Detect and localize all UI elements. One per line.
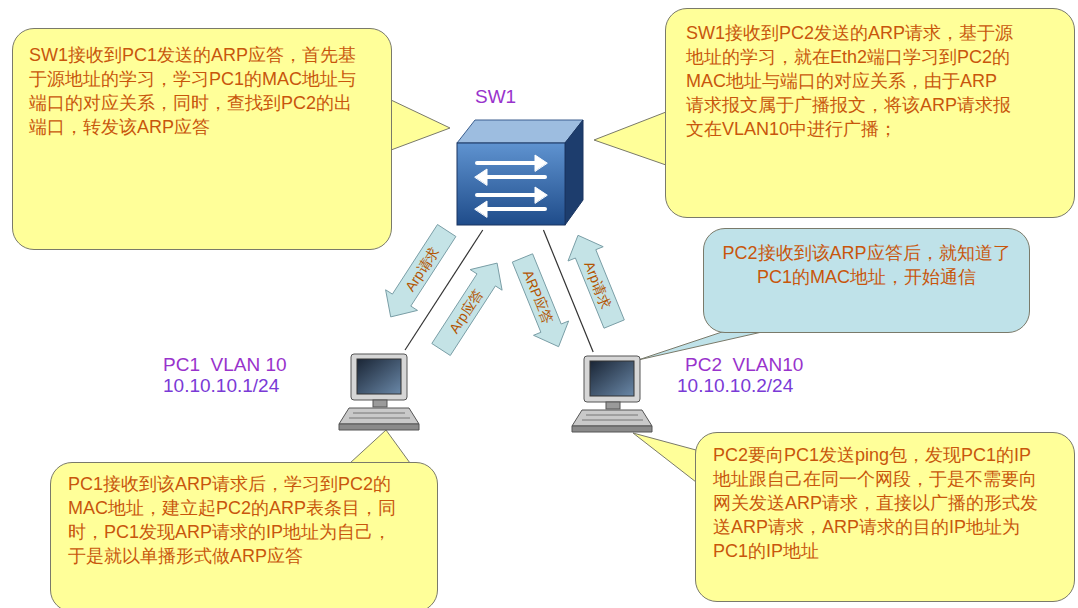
device-name: PC1 VLAN 10	[163, 354, 425, 375]
device-label-group: PC1 VLAN 1010.10.10.1/24	[160, 350, 425, 396]
pc-icon	[335, 350, 420, 435]
callout-text: PC2接收到该ARP应答后，就知道了PC1的MAC地址，开始通信	[716, 241, 1017, 289]
pc-node: PC1 VLAN 1010.10.10.1/24	[160, 350, 425, 438]
arp-arrow	[386, 225, 456, 317]
callout-text: PC2要向PC1发送ping包，发现PC1的IP 地址跟自己在同一个网段，于是不…	[713, 443, 1049, 563]
callout-text: PC1接收到该ARP请求后，学习到PC2的MAC地址，建立起PC2的ARP表条目…	[68, 472, 407, 568]
switch-node: SW1	[445, 84, 595, 234]
callout-box: SW1接收到PC2发送的ARP请求，基于源地址的学习，就在Eth2端口学习到PC…	[665, 8, 1075, 218]
device-label-group: SW1	[445, 84, 595, 107]
device-name: PC2 VLAN10	[685, 354, 843, 375]
callout-text: SW1接收到PC2发送的ARP请求，基于源地址的学习，就在Eth2端口学习到PC…	[686, 21, 1014, 141]
device-label-group: PC2 VLAN1010.10.10.2/24	[568, 350, 843, 396]
pc-node: PC2 VLAN1010.10.10.2/24	[568, 350, 843, 438]
ip-address: 10.10.10.1/24	[163, 375, 425, 396]
arp-arrow	[432, 263, 502, 355]
callout-box: PC2要向PC1发送ping包，发现PC1的IP 地址跟自己在同一个网段，于是不…	[695, 432, 1075, 602]
callout-box: PC1接收到该ARP请求后，学习到PC2的MAC地址，建立起PC2的ARP表条目…	[50, 462, 438, 608]
callout-box: SW1接收到PC1发送的ARP应答，首先基于源地址的学习，学习PC1的MAC地址…	[12, 28, 392, 250]
pc-icon	[568, 352, 653, 437]
ip-address: 10.10.10.2/24	[677, 375, 843, 396]
switch-icon	[455, 115, 585, 230]
callout-text: SW1接收到PC1发送的ARP应答，首先基于源地址的学习，学习PC1的MAC地址…	[29, 43, 362, 139]
arp-arrow	[512, 254, 568, 347]
arrow-label: ARP应答	[520, 267, 556, 326]
note-callout: PC2接收到该ARP应答后，就知道了PC1的MAC地址，开始通信	[703, 228, 1030, 333]
arp-arrow	[568, 235, 624, 328]
device-name: SW1	[475, 86, 595, 107]
